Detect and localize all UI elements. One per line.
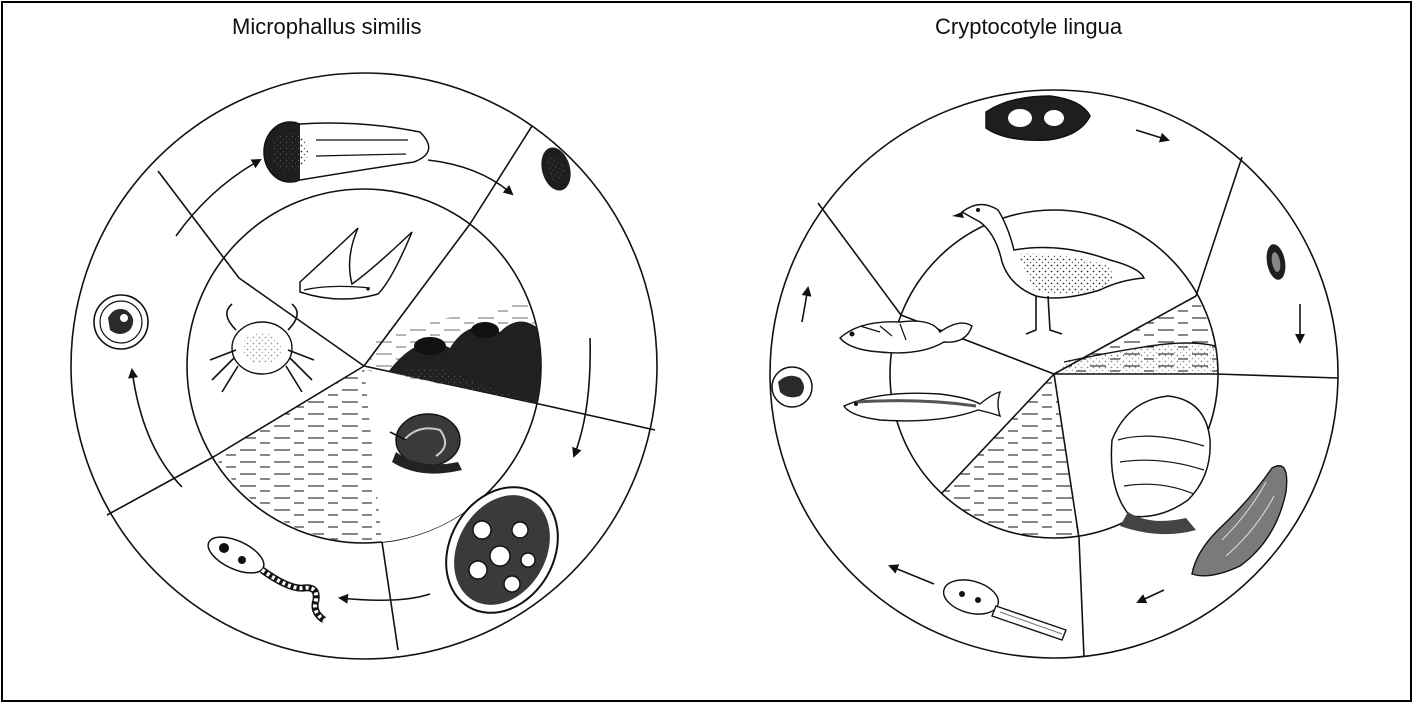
right-divider (1216, 374, 1338, 378)
fish-host-icon (840, 321, 1000, 421)
bird-host-icon (300, 228, 412, 299)
shore-rocks-icon (364, 300, 541, 404)
snail-host-icon-right (1111, 396, 1210, 534)
left-arrow (574, 338, 590, 456)
cercaria-icon (203, 530, 324, 620)
right-arrow (1138, 590, 1164, 602)
miracidium-icon-right (1264, 243, 1288, 282)
right-arrow (1136, 130, 1168, 140)
left-arrow (176, 160, 260, 236)
redia-icon (1192, 466, 1287, 576)
left-arrow (132, 370, 182, 487)
left-lifecycle-wheel (71, 73, 657, 659)
left-divider (539, 404, 655, 430)
left-divider (158, 171, 239, 278)
left-divider (382, 542, 398, 650)
gull-host-icon (952, 204, 1144, 334)
left-divider (470, 126, 532, 224)
right-divider (1196, 157, 1242, 296)
right-arrow (890, 566, 934, 584)
metacercaria-icon (94, 295, 148, 349)
right-divider (818, 203, 901, 315)
left-water-habitat (215, 366, 382, 543)
egg-icon-right (986, 96, 1090, 140)
crab-host-icon (210, 304, 314, 392)
egg-icon (264, 122, 429, 182)
metacercaria-icon-right (772, 367, 812, 407)
miracidium-icon (537, 144, 575, 194)
cercaria-icon-right (940, 574, 1066, 640)
right-divider (1079, 538, 1084, 657)
right-lifecycle-wheel (770, 90, 1338, 658)
left-divider (107, 456, 215, 515)
right-arrow (802, 288, 808, 322)
left-arrow (340, 594, 430, 600)
